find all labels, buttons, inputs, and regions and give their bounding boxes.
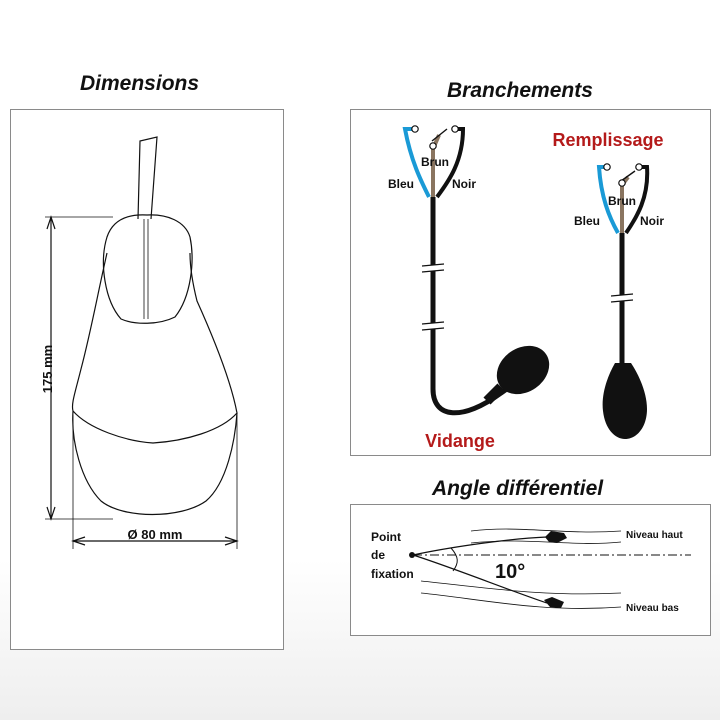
angle-title: Angle différentiel xyxy=(432,477,604,500)
remplissage-contact-arm xyxy=(620,170,636,182)
branchements-title: Branchements xyxy=(447,79,593,102)
vidange-contact xyxy=(429,142,437,150)
point-label-line1: Point xyxy=(371,530,401,544)
vidange-contact xyxy=(451,125,459,133)
width-arrow-right xyxy=(224,536,239,546)
lower-water-line-2 xyxy=(420,592,622,609)
vidange-wire-bleu-label: Bleu xyxy=(388,177,414,191)
height-arrow-bottom xyxy=(46,506,56,521)
wiring-drawing: Brun Bleu Noir Vidange Remplissage Brun xyxy=(388,125,664,451)
float-outline-drawing: 175 mm Ø 80 mm xyxy=(40,136,239,549)
point-label-line2: de xyxy=(371,548,385,562)
upper-cable-line xyxy=(412,536,548,556)
height-arrow-top xyxy=(46,215,56,230)
float-head xyxy=(102,214,193,324)
angle-panel: Point de fixation 10° Niveau haut Niveau… xyxy=(350,504,711,636)
niveau-haut-label: Niveau haut xyxy=(626,530,683,541)
dimensions-panel: 175 mm Ø 80 mm xyxy=(10,109,284,650)
angle-drawing: Point de fixation 10° Niveau haut Niveau… xyxy=(371,528,691,614)
remplissage-switch xyxy=(596,163,650,439)
vidange-label: Vidange xyxy=(425,431,495,451)
niveau-bas-label: Niveau bas xyxy=(626,603,679,614)
vidange-cable-break xyxy=(421,264,445,272)
branchements-panel: Brun Bleu Noir Vidange Remplissage Brun xyxy=(350,109,711,456)
width-arrow-left xyxy=(71,536,86,546)
lower-cable-line xyxy=(412,554,548,604)
remplissage-contact xyxy=(618,179,626,187)
upper-float xyxy=(545,531,567,543)
remplissage-wire-noir-label: Noir xyxy=(640,214,664,228)
remplissage-float xyxy=(602,363,647,439)
vidange-switch xyxy=(402,125,550,416)
fixation-point xyxy=(409,552,415,558)
lower-water-line-1 xyxy=(420,580,622,595)
float-bottom xyxy=(72,410,238,515)
remplissage-contact xyxy=(635,163,643,171)
remplissage-wire-brun-label: Brun xyxy=(608,194,636,208)
vidange-wire-brun-label: Brun xyxy=(421,155,449,169)
vidange-wire-noir-label: Noir xyxy=(452,177,476,191)
lower-float xyxy=(544,597,564,608)
remplissage-cable-break xyxy=(610,294,634,302)
vidange-cable-break xyxy=(421,322,445,330)
remplissage-label: Remplissage xyxy=(552,130,663,150)
dimensions-title: Dimensions xyxy=(80,72,200,95)
vidange-contact xyxy=(411,125,419,133)
float-cable xyxy=(137,136,158,220)
remplissage-wire-noir xyxy=(624,165,650,235)
angle-value: 10° xyxy=(495,561,525,583)
vidange-contact-arm xyxy=(431,128,448,142)
height-label: 175 mm xyxy=(40,345,55,393)
upper-water-line-1 xyxy=(470,528,622,533)
float-body xyxy=(71,252,238,444)
point-label-line3: fixation xyxy=(371,567,414,581)
vidange-wire-bleu xyxy=(402,127,431,198)
remplissage-wire-bleu xyxy=(596,165,620,234)
vidange-float xyxy=(496,345,550,395)
remplissage-wire-bleu-label: Bleu xyxy=(574,214,600,228)
remplissage-contact xyxy=(603,163,611,171)
upper-water-line-2 xyxy=(470,540,622,544)
width-label: Ø 80 mm xyxy=(128,527,183,542)
vidange-wire-noir xyxy=(435,127,466,199)
angle-arc xyxy=(450,547,458,572)
